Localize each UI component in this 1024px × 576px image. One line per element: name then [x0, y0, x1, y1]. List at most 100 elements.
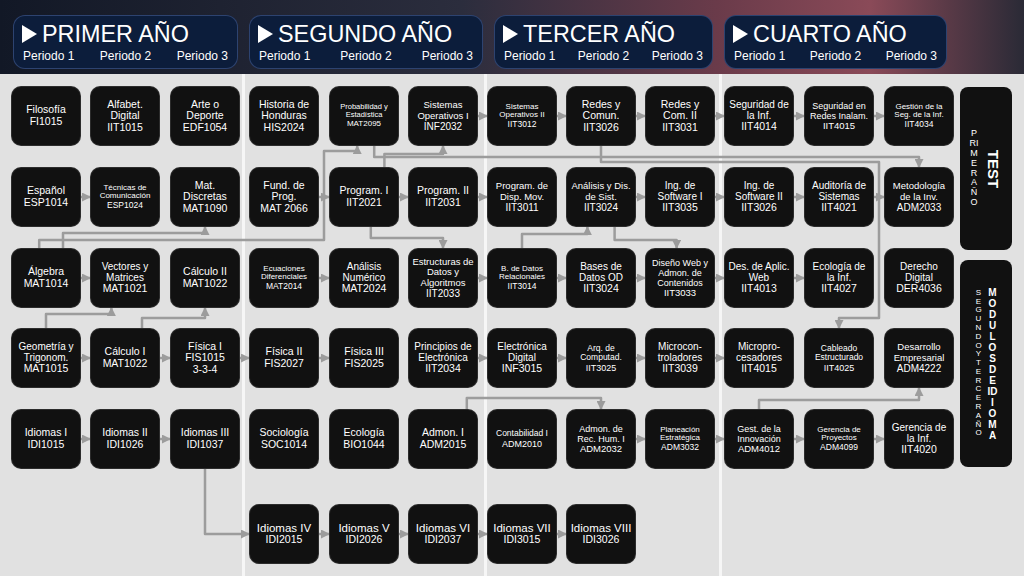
prerequisite-arrow	[477, 277, 488, 280]
course-box: Admon. IADM2015	[409, 410, 477, 468]
course-text: Program. de Disp. Mov.IIT3011	[491, 181, 553, 213]
course-box: Desarrollo EmpresarialADM4222	[885, 329, 953, 387]
course-text: Idiomas IIIIDI1037	[174, 427, 236, 451]
course-text: ÁlgebraMAT1014	[15, 266, 77, 290]
course-name: Seguridad de la Inf.	[728, 99, 790, 121]
course-box: Física IIIFIS2025	[330, 329, 398, 387]
course-name: Idiomas VII	[491, 522, 553, 535]
year-panel	[487, 74, 719, 576]
course-box: Historia de HondurasHIS2024	[250, 87, 318, 145]
course-text: Idiomas VIDI2026	[333, 522, 395, 547]
period-label: Periodo 3	[652, 49, 703, 63]
course-code: IIT3012	[491, 120, 553, 130]
course-code: IDI1015	[15, 439, 77, 451]
course-name: Des. de Aplic. Web	[728, 261, 790, 283]
course-text: Metodología de la Inv.ADM2033	[888, 181, 950, 213]
course-box: Cálculo IIMAT1022	[171, 249, 239, 307]
course-box: Gest. de la InnovaciónADM4012	[725, 410, 793, 468]
course-code: IIT4014	[728, 121, 790, 133]
course-box: EspañolESP1014	[12, 168, 80, 226]
course-box: Vectores y MatricesMAT1021	[91, 249, 159, 307]
course-name: Probabilidad y Estadística	[333, 103, 395, 120]
course-code: IIT3024	[570, 202, 632, 213]
course-box: Auditoría de SistemasIIT4021	[805, 168, 873, 226]
prerequisite-arrow	[873, 115, 885, 118]
course-name: Desarrollo Empresarial	[888, 342, 950, 363]
course-text: Seguridad de la Inf.IIT4014	[728, 99, 790, 133]
course-code: IIT3026	[728, 202, 790, 214]
course-code: IIT4015	[808, 121, 870, 132]
period-label: Periodo 2	[340, 49, 391, 63]
course-name: Planeación Estratégica	[649, 426, 711, 444]
course-text: Gestión de la Seg. de la Inf.IIT4034	[888, 103, 950, 130]
prerequisite-arrow	[793, 438, 805, 441]
course-box: Bases de Datos ODIIT3024	[567, 249, 635, 307]
course-text: Idiomas IVIDI2015	[253, 522, 315, 547]
course-code: DER4036	[888, 283, 950, 295]
course-text: Cálculo IIMAT1022	[174, 266, 236, 290]
course-code: ADM4222	[888, 363, 950, 374]
course-name: Ing. de Software I	[649, 180, 711, 202]
course-text: Gerencia de ProyectosADM4099	[808, 426, 870, 453]
course-name: Idiomas I	[15, 427, 77, 439]
prerequisite-arrow	[793, 277, 805, 280]
period-row: Periodo 1Periodo 2Periodo 3	[14, 49, 237, 63]
course-box: SociologíaSOC1014	[250, 410, 318, 468]
course-name: Gest. de la Innovación	[728, 424, 790, 444]
course-name: Idiomas II	[94, 427, 156, 439]
course-box: Redes y Com. IIIIT3031	[646, 87, 714, 145]
course-name: Sistemas Operativos II	[491, 103, 553, 121]
period-label: Periodo 2	[810, 49, 861, 63]
course-code: IIT3033	[649, 288, 711, 299]
course-name: Redes y Comun.	[570, 99, 632, 123]
prerequisite-arrow	[477, 115, 488, 118]
prerequisite-arrow	[635, 115, 646, 118]
course-text: EspañolESP1014	[15, 185, 77, 209]
course-code: FIS2027	[253, 358, 315, 370]
course-code: IIT3031	[649, 122, 711, 134]
prerequisite-arrow	[635, 357, 646, 360]
panel-divider	[484, 74, 487, 576]
prerequisite-arrow	[477, 533, 488, 536]
course-text: Redes y Com. IIIIT3031	[649, 99, 711, 134]
course-code: IDI3026	[570, 534, 632, 546]
prerequisite-arrow	[714, 115, 725, 118]
header-title-row: CUARTO AÑO	[725, 19, 946, 49]
course-text: Microcon- troladoresIIT3039	[649, 341, 711, 375]
course-text: Sistemas Operativos IIIIT3012	[491, 103, 553, 130]
prerequisite-arrow	[205, 468, 250, 534]
prerequisite-arrow	[80, 438, 91, 441]
prerequisite-arrow	[873, 196, 885, 199]
course-text: Alfabet. DigitalIIT1015	[94, 99, 156, 134]
prerequisite-arrow	[714, 196, 725, 199]
course-text: Ing. de Software IIIIT3026	[728, 180, 790, 214]
course-text: Análisis NuméricoMAT2024	[333, 261, 395, 295]
course-code: IIT2021	[333, 197, 395, 209]
course-code: IIT3026	[570, 122, 632, 134]
course-box: Program. IIIIT2031	[409, 168, 477, 226]
prerequisite-arrow	[714, 438, 725, 441]
prerequisite-arrow	[477, 196, 488, 199]
course-box: Idiomas IIIDI1026	[91, 410, 159, 468]
prerequisite-arrow	[635, 277, 646, 280]
period-label: Periodo 3	[177, 49, 228, 63]
course-box: Principios de ElectrónicaIIT2034	[409, 329, 477, 387]
course-text: Derecho DigitalDER4036	[888, 261, 950, 295]
prerequisite-arrow	[477, 357, 488, 360]
course-text: Cableado EstructuradoIIT4025	[808, 344, 870, 373]
play-icon	[733, 25, 748, 43]
course-name: B. de Datos Relacionales	[491, 265, 553, 283]
course-name: Física I	[174, 341, 236, 353]
prerequisite-arrow	[522, 226, 587, 249]
module-note-box: SEGUNDO Y TERCER AÑOMODULOS DE IDIOMA	[960, 260, 1012, 467]
prerequisite-arrow	[556, 115, 567, 118]
prerequisite-arrow	[318, 277, 330, 280]
course-name: Física II	[253, 346, 315, 358]
course-box: Gerencia de la Inf.IIT4020	[885, 410, 953, 468]
prerequisite-arrow	[80, 196, 91, 199]
course-code: BIO1044	[333, 439, 395, 451]
course-name: Vectores y Matrices	[94, 261, 156, 283]
course-box: Planeación EstratégicaADM3032	[646, 410, 714, 468]
prerequisite-arrow	[714, 277, 725, 280]
course-name: Idiomas VI	[412, 522, 474, 535]
